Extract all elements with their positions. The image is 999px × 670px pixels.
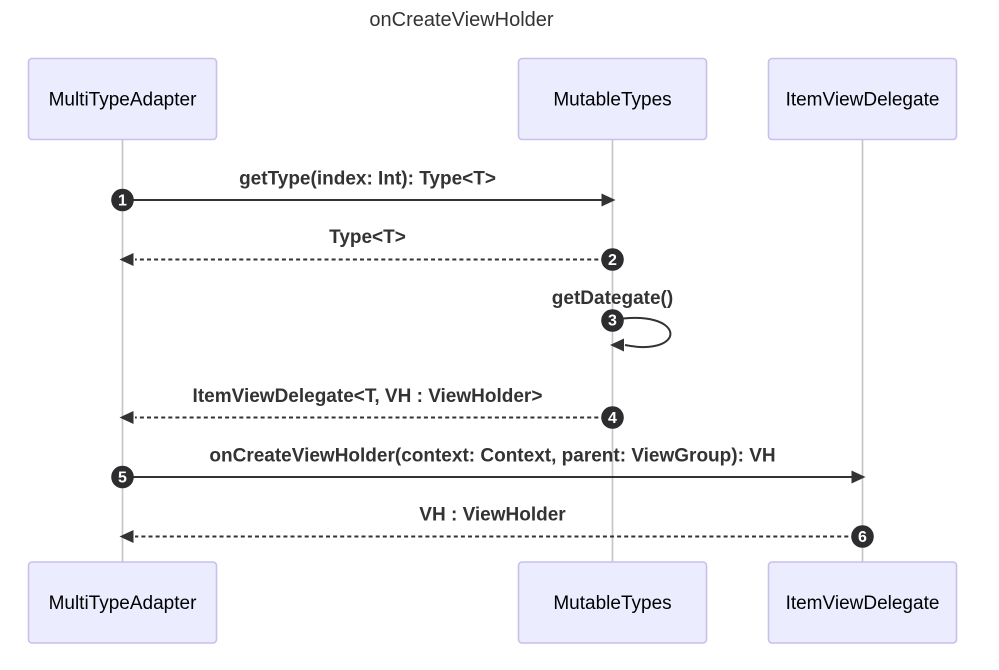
- svg-text:getType(index: Int): Type<T>: getType(index: Int): Type<T>: [239, 169, 496, 190]
- svg-text:4: 4: [608, 410, 617, 427]
- svg-text:onCreateViewHolder(context: Co: onCreateViewHolder(context: Context, par…: [209, 446, 775, 467]
- svg-text:ItemViewDelegate: ItemViewDelegate: [786, 593, 940, 614]
- svg-text:1: 1: [118, 193, 127, 210]
- svg-text:6: 6: [858, 529, 867, 546]
- svg-text:Type<T>: Type<T>: [329, 227, 406, 248]
- svg-text:2: 2: [608, 252, 617, 269]
- svg-text:MutableTypes: MutableTypes: [553, 90, 671, 111]
- svg-text:MultiTypeAdapter: MultiTypeAdapter: [49, 90, 198, 111]
- svg-text:getDategate(): getDategate(): [552, 288, 673, 309]
- svg-text:3: 3: [608, 313, 617, 330]
- svg-text:MutableTypes: MutableTypes: [553, 593, 671, 614]
- svg-text:5: 5: [118, 470, 127, 487]
- svg-text:ItemViewDelegate<T, VH : ViewH: ItemViewDelegate<T, VH : ViewHolder>: [193, 386, 543, 407]
- svg-text:onCreateViewHolder: onCreateViewHolder: [369, 9, 554, 31]
- svg-text:ItemViewDelegate: ItemViewDelegate: [786, 90, 940, 111]
- svg-text:MultiTypeAdapter: MultiTypeAdapter: [49, 593, 198, 614]
- svg-text:VH : ViewHolder: VH : ViewHolder: [419, 505, 566, 526]
